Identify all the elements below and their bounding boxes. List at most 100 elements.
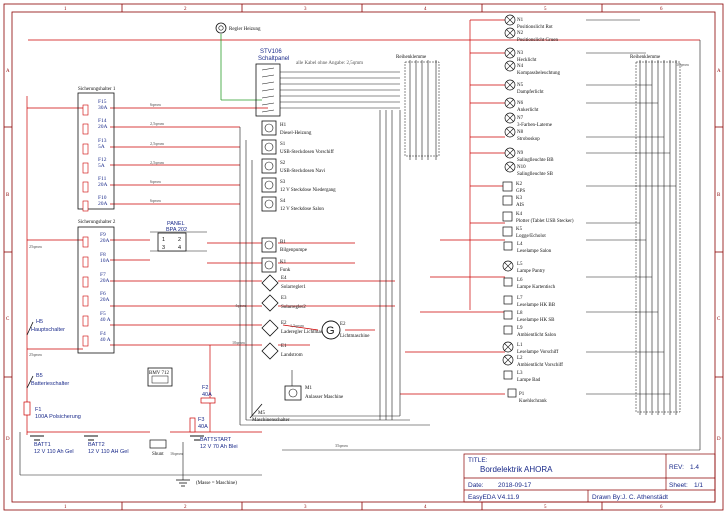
machine-switch-contact[interactable] (249, 403, 263, 419)
device-box[interactable] (502, 181, 513, 192)
switch-circle (264, 199, 274, 209)
fuse-element[interactable] (82, 276, 89, 288)
device-box[interactable] (502, 195, 513, 206)
main-switch-contact[interactable] (26, 321, 34, 336)
light-label: Ankerlicht (517, 108, 539, 113)
starter-motor[interactable] (284, 385, 302, 401)
charge-source-diamond[interactable] (261, 274, 279, 292)
device-box[interactable] (502, 211, 513, 222)
fuse-f3[interactable] (189, 417, 196, 433)
wire-label-35qmm: 35qmm (335, 443, 349, 448)
cabin-light-label: Lampe Kartentisch (517, 285, 556, 290)
cabin-light-box[interactable] (503, 310, 513, 320)
frame-col-2-top: 2 (184, 7, 187, 12)
fuse-element[interactable] (82, 162, 89, 174)
cabin-light-box[interactable] (503, 325, 513, 335)
machine-switch-label: Maschinenschalter (252, 418, 290, 423)
fuse-holder-1 (77, 92, 115, 210)
light-label: Kompassbeleuchtung (517, 71, 561, 76)
light-ref: N10 (517, 165, 526, 170)
fuse-element[interactable] (82, 123, 89, 135)
fuse-element[interactable] (82, 236, 89, 248)
starter-ref: M1 (305, 386, 312, 391)
cabin-light-label: Ambientlicht Vorschiff (517, 363, 563, 368)
date-value: 2018-09-17 (498, 482, 532, 489)
fuse-element[interactable] (82, 104, 89, 116)
light-ref: N3 (517, 51, 524, 56)
fuse-element[interactable] (82, 256, 89, 268)
switch-box[interactable] (261, 237, 277, 253)
cabin-light-ref: L6 (517, 278, 523, 283)
switch-box[interactable] (261, 120, 277, 136)
fuse-element[interactable] (82, 315, 89, 327)
alternator-symbol: G (326, 325, 335, 337)
switch-box[interactable] (261, 139, 277, 155)
switch-box[interactable] (261, 196, 277, 212)
cabin-light-box[interactable] (503, 277, 513, 287)
regler-heizung[interactable] (215, 22, 227, 34)
cabin-light-box[interactable] (503, 370, 513, 380)
fuse-element[interactable] (82, 143, 89, 155)
charge-source-diamond[interactable] (261, 319, 279, 337)
light-label: 3-Farben-Laterne (517, 123, 553, 128)
starter-label: Anlasser Maschine (305, 395, 344, 400)
charge-source-ref: E4 (281, 276, 287, 281)
bmv712-monitor[interactable] (147, 367, 173, 387)
lamp-cross-b (504, 356, 512, 364)
frame-col-3-bottom: 3 (304, 505, 307, 510)
switch-box[interactable] (261, 177, 277, 193)
reihenklemme-left-label: Reihenklemme (396, 55, 427, 60)
switch-ref: S3 (280, 180, 286, 185)
fuse-holder-1-title: Sicherungshalter 1 (78, 87, 116, 92)
fuse-ref: F4 (100, 331, 106, 337)
shunt[interactable] (149, 439, 167, 449)
battery-start-symbol (190, 435, 204, 441)
fuse-element[interactable] (82, 335, 89, 347)
charge-source-diamond[interactable] (261, 294, 279, 312)
light-label: Positionslicht Gruen (517, 38, 558, 43)
light-ref: N7 (517, 116, 524, 121)
main-fuse[interactable] (23, 401, 31, 416)
cabin-light-box[interactable] (503, 241, 513, 251)
fuse-element[interactable] (82, 181, 89, 193)
switch-box[interactable] (261, 257, 277, 273)
fuse-element[interactable] (82, 200, 89, 212)
cabin-light-ref: L5 (517, 262, 523, 267)
cabin-light-box[interactable] (503, 295, 513, 305)
switch-ref: S4 (280, 199, 286, 204)
frame-row-a-right: A (717, 69, 721, 74)
sheet-label: Sheet: (669, 482, 688, 489)
light-ref: N8 (517, 130, 524, 135)
fuse-f2[interactable] (200, 397, 216, 404)
rev-value: 1.4 (690, 464, 699, 471)
charge-source-diamond[interactable] (261, 342, 279, 360)
stv106-switch-panel[interactable] (255, 63, 281, 117)
drawing-frame (3, 3, 724, 511)
light-label: Positionslicht Rot (517, 25, 553, 30)
wire-label-16qmm: 16qmm (170, 451, 184, 456)
alternator[interactable] (321, 320, 341, 340)
fuse-ref: F9 (100, 232, 106, 238)
frame-col-4-bottom: 4 (424, 505, 427, 510)
bus-wire-label-top: 25qmm (29, 244, 43, 249)
battery-switch-contact[interactable] (26, 375, 34, 389)
switch-label: USB-Steckdosen Navi (280, 169, 326, 174)
fridge[interactable] (507, 388, 517, 398)
frame-row-a-left: A (6, 69, 10, 74)
switch-box[interactable] (261, 158, 277, 174)
lamp-cross-b (506, 99, 514, 107)
panel-bpa202[interactable] (157, 232, 187, 252)
fuse-element[interactable] (82, 295, 89, 307)
battery-start-ref: BATTSTART (200, 437, 232, 443)
device-box[interactable] (502, 226, 513, 237)
stv106-title: STV106 (260, 49, 282, 55)
cabin-light-label: Ambientlicht Salon (517, 333, 557, 338)
device-ref: K2 (516, 182, 523, 187)
panel-pin-1: 1 (162, 237, 165, 243)
fuse-holder-2 (77, 226, 115, 354)
fuse-f3-val: 40A (198, 424, 208, 430)
switch-ref: S1 (280, 142, 286, 147)
panel-pin-4: 4 (178, 245, 181, 251)
battery-1-label: 12 V 110 Ah Gel (34, 449, 74, 455)
ground-icon (176, 479, 190, 487)
